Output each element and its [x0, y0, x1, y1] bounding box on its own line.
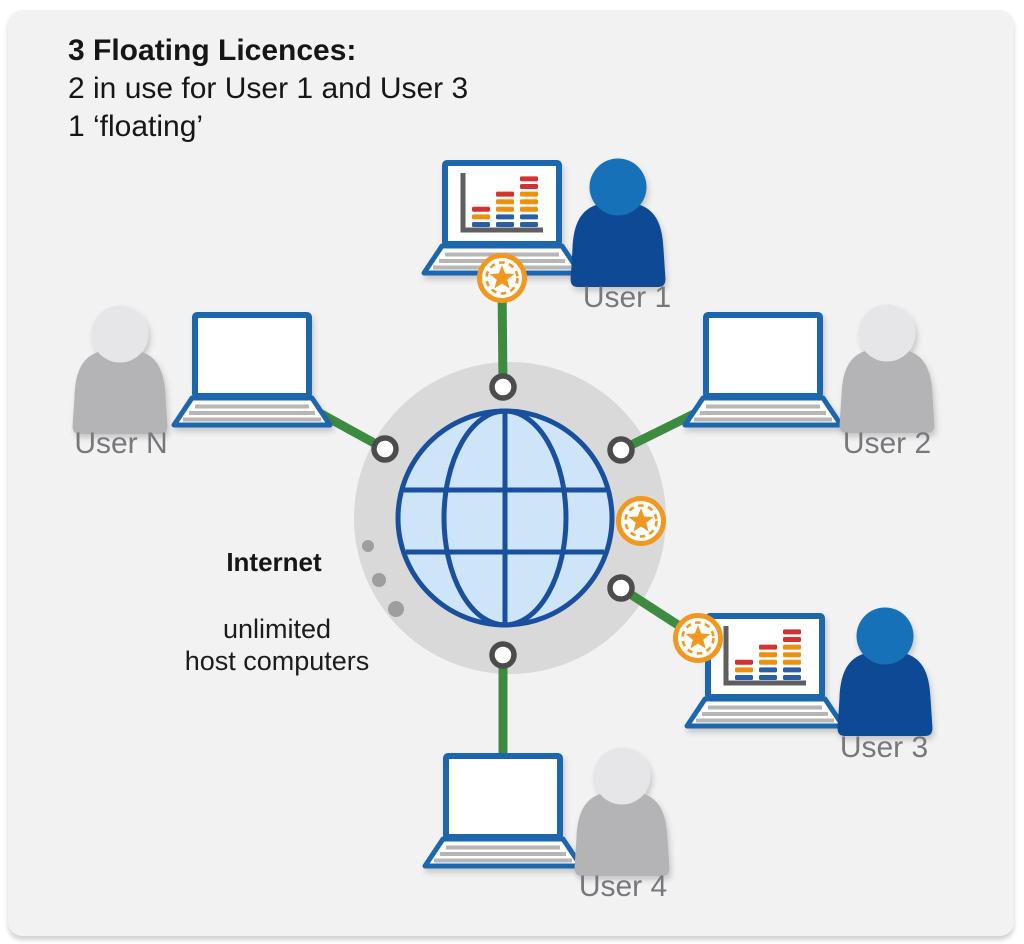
node-user-2: [607, 436, 635, 464]
title-detail-1: 2 in use for User 1 and User 3: [68, 72, 469, 105]
title-detail-2: 1 ‘floating’: [68, 110, 204, 143]
diagram-title: 3 Floating Licences: 2 in use for User 1…: [68, 32, 468, 146]
title-heading: 3 Floating Licences:: [68, 34, 357, 67]
internet-sublabel: unlimited host computers: [152, 613, 402, 677]
person-user-1-icon: [570, 158, 666, 287]
laptop-user-n: [174, 315, 330, 425]
internet-sublabel-line-2: host computers: [184, 646, 370, 676]
laptop-user-4: [425, 756, 581, 866]
node-user-1: [489, 373, 517, 401]
licence-badge-floating-icon: [619, 499, 664, 544]
user-1-label: User 1: [582, 281, 672, 314]
more-hosts-dots-icon: [362, 540, 404, 617]
person-user-n-icon: [72, 305, 168, 434]
internet-sublabel-line-1: unlimited: [222, 614, 332, 644]
user-3-label: User 3: [839, 731, 929, 764]
licence-badge-user-1-icon: [480, 256, 525, 301]
person-user-4-icon: [574, 747, 670, 876]
person-user-3-icon: [837, 607, 933, 736]
internet-globe-icon: [395, 408, 615, 628]
user-n-label: User N: [74, 427, 168, 460]
person-user-2-icon: [839, 304, 935, 433]
node-user-4: [489, 641, 517, 669]
user-2-label: User 2: [842, 427, 932, 460]
user-4-label: User 4: [578, 870, 668, 903]
laptop-user-2: [685, 315, 841, 425]
internet-label: Internet: [226, 547, 322, 577]
node-user-3: [607, 574, 635, 602]
licence-badge-user-3-icon: [676, 616, 721, 661]
node-user-n: [371, 435, 399, 463]
